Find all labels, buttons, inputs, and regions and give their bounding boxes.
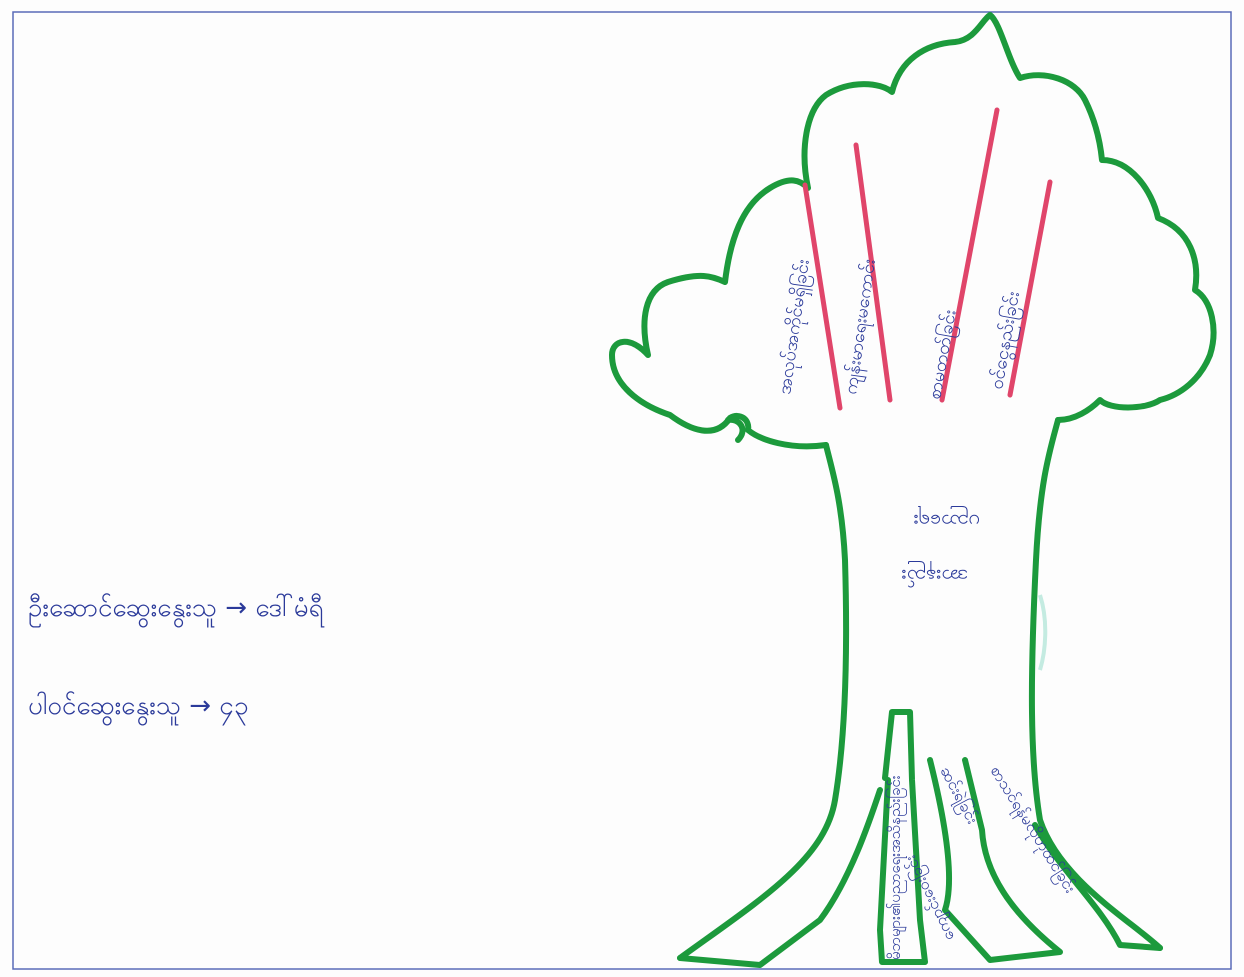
root-label-2: မိဘများ၏ပညာရေးအသိနည်းခြင်း bbox=[885, 775, 907, 960]
ink-smudge bbox=[1040, 595, 1045, 670]
branch-label-3: စာမတတ်ခြင်း bbox=[923, 308, 963, 402]
branch-line-1 bbox=[805, 185, 840, 408]
tree-canopy-outline bbox=[612, 15, 1214, 446]
page-frame bbox=[13, 12, 1231, 969]
branch-line-4 bbox=[1010, 182, 1050, 395]
branch-label-2: ကျန်းမာရေးမကောင်း bbox=[840, 258, 883, 396]
root-label-1: ကျောင်းဝေးခြင်း bbox=[900, 851, 960, 944]
canopy-bump bbox=[728, 420, 743, 440]
branch-label-1: အလုပ်အကိုင်မရှိခြင်း bbox=[773, 258, 817, 396]
participants-note: ပါဝင်ဆွေးနွေးသူ → ၄၃ bbox=[28, 688, 249, 727]
trunk-left-edge bbox=[680, 445, 846, 958]
facilitator-note: ဦးဆောင်ဆွေးနွေးသူ → ဒေါ်မံရီ bbox=[28, 590, 324, 629]
trunk-label-line1: ပညာရေး bbox=[914, 506, 980, 534]
trunk-label-line2: အားနည်း bbox=[902, 561, 968, 589]
